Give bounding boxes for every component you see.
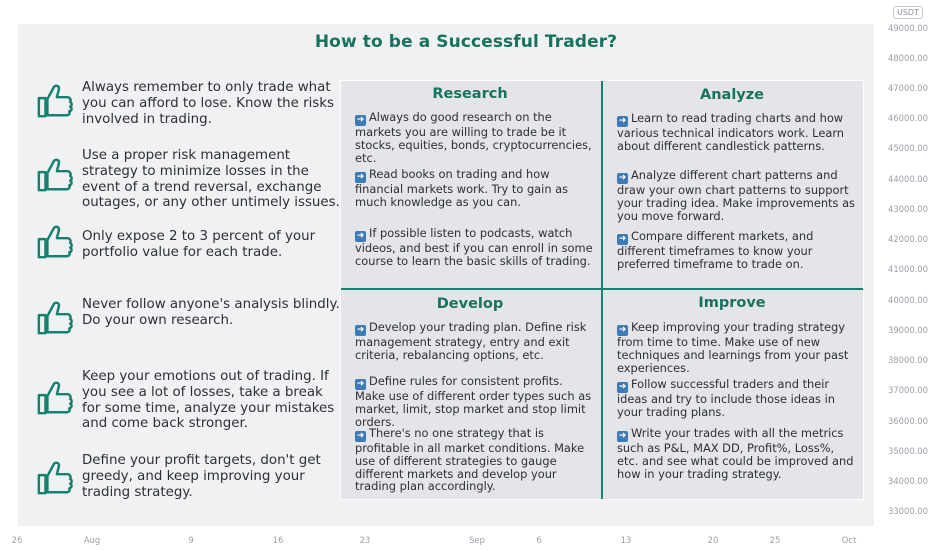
- time-tick: 13: [620, 535, 632, 545]
- section-title: Develop: [436, 296, 504, 312]
- list-item-text: Learn to read trading charts and how var…: [617, 111, 845, 153]
- price-tick: 35000.00: [888, 446, 928, 456]
- section-develop: Develop ➜Develop your trading plan. Defi…: [341, 290, 599, 499]
- strategy-grid: Research ➜Always do good research on the…: [340, 80, 864, 500]
- tip-item: Use a proper risk management strategy to…: [36, 148, 340, 212]
- tip-text: Never follow anyone's analysis blindly. …: [82, 297, 340, 328]
- right-arrow-icon: ➜: [617, 431, 628, 442]
- price-tick: 40000.00: [888, 295, 928, 305]
- price-tick: 49000.00: [888, 23, 928, 33]
- time-tick: 6: [536, 535, 542, 545]
- price-tick: 33000.00: [888, 506, 928, 516]
- right-arrow-icon: ➜: [355, 379, 366, 390]
- tip-text: Keep your emotions out of trading. If yo…: [82, 369, 335, 432]
- section-research: Research ➜Always do good research on the…: [341, 81, 599, 288]
- price-tick: 42000.00: [888, 234, 928, 244]
- price-tick: 44000.00: [888, 174, 928, 184]
- grid-divider-vertical: [601, 81, 603, 499]
- tip-item: Keep your emotions out of trading. If yo…: [36, 369, 336, 433]
- thumbs-up-icon: [37, 461, 73, 495]
- price-tick: 39000.00: [888, 325, 928, 335]
- list-item-text: Write your trades with all the metrics s…: [617, 426, 854, 481]
- tip-item: Always remember to only trade what you c…: [36, 80, 336, 144]
- list-item: ➜Write your trades with all the metrics …: [617, 427, 857, 480]
- time-tick: Oct: [841, 535, 857, 545]
- right-arrow-icon: ➜: [617, 382, 628, 393]
- section-title: Analyze: [699, 87, 765, 103]
- list-item: ➜Keep improving your trading strategy fr…: [617, 321, 857, 374]
- price-tick: 46000.00: [888, 113, 928, 123]
- list-item: ➜Read books on trading and how financial…: [355, 168, 595, 209]
- time-tick: 20: [707, 535, 719, 545]
- list-item-text: Follow successful traders and their idea…: [617, 377, 835, 419]
- thumbs-up-icon: [37, 381, 73, 415]
- list-item-text: Keep improving your trading strategy fro…: [617, 320, 849, 375]
- thumbs-up-icon: [37, 84, 73, 118]
- list-item-text: If possible listen to podcasts, watch vi…: [355, 226, 593, 268]
- grid-divider-horizontal: [341, 288, 863, 290]
- section-title: Research: [432, 86, 508, 102]
- time-tick: Aug: [83, 535, 101, 545]
- price-tick: 34000.00: [888, 476, 928, 486]
- tip-text: Use a proper risk management strategy to…: [82, 148, 340, 211]
- tip-text: Always remember to only trade what you c…: [82, 80, 334, 127]
- tip-item: Never follow anyone's analysis blindly. …: [36, 297, 340, 361]
- thumbs-up-icon: [37, 301, 73, 335]
- tip-item: Define your profit targets, don't get gr…: [36, 453, 336, 517]
- time-tick: Sep: [469, 535, 485, 545]
- list-item-text: Develop your trading plan. Define risk m…: [355, 320, 587, 362]
- price-tick: 45000.00: [888, 143, 928, 153]
- list-item: ➜Define rules for consistent profits. Ma…: [355, 375, 595, 428]
- right-arrow-icon: ➜: [355, 325, 366, 336]
- right-arrow-icon: ➜: [617, 173, 628, 184]
- list-item: ➜Compare different markets, and differen…: [617, 230, 857, 271]
- price-tick: 41000.00: [888, 264, 928, 274]
- thumbs-up-icon: [37, 158, 73, 192]
- currency-badge[interactable]: USDT: [893, 6, 923, 19]
- price-tick: 37000.00: [888, 385, 928, 395]
- time-tick: 23: [359, 535, 371, 545]
- tip-item: Only expose 2 to 3 percent of your portf…: [36, 225, 336, 293]
- right-arrow-icon: ➜: [617, 325, 628, 336]
- section-improve: Improve ➜Keep improving your trading str…: [603, 290, 861, 499]
- price-tick: 48000.00: [888, 53, 928, 63]
- thumbs-up-icon: [37, 225, 73, 259]
- tip-text: Define your profit targets, don't get gr…: [82, 453, 321, 500]
- list-item: ➜If possible listen to podcasts, watch v…: [355, 227, 595, 268]
- list-item: ➜Learn to read trading charts and how va…: [617, 112, 857, 153]
- time-tick: 26: [11, 535, 23, 545]
- time-tick: 25: [769, 535, 781, 545]
- list-item-text: Compare different markets, and different…: [617, 229, 814, 271]
- list-item: ➜There's no one strategy that is profita…: [355, 427, 595, 493]
- list-item-text: Read books on trading and how financial …: [355, 167, 569, 209]
- list-item: ➜Follow successful traders and their ide…: [617, 378, 857, 419]
- right-arrow-icon: ➜: [355, 115, 366, 126]
- right-arrow-icon: ➜: [355, 431, 366, 442]
- price-tick: 43000.00: [888, 204, 928, 214]
- section-title: Improve: [698, 295, 766, 311]
- list-item-text: Always do good research on the markets y…: [355, 110, 592, 165]
- right-arrow-icon: ➜: [617, 234, 628, 245]
- price-tick: 47000.00: [888, 83, 928, 93]
- section-analyze: Analyze ➜Learn to read trading charts an…: [603, 81, 861, 288]
- list-item: ➜Always do good research on the markets …: [355, 111, 595, 164]
- right-arrow-icon: ➜: [355, 231, 366, 242]
- price-tick: 36000.00: [888, 416, 928, 426]
- list-item: ➜Analyze different chart patterns and dr…: [617, 169, 857, 222]
- list-item-text: Define rules for consistent profits. Mak…: [355, 374, 592, 429]
- price-tick: 38000.00: [888, 355, 928, 365]
- list-item: ➜Develop your trading plan. Define risk …: [355, 321, 595, 362]
- right-arrow-icon: ➜: [617, 116, 628, 127]
- list-item-text: Analyze different chart patterns and dra…: [617, 168, 855, 223]
- tip-text: Only expose 2 to 3 percent of your portf…: [82, 229, 316, 260]
- list-item-text: There's no one strategy that is profitab…: [355, 426, 585, 494]
- time-tick: 16: [272, 535, 284, 545]
- page-title: How to be a Successful Trader?: [314, 32, 618, 52]
- right-arrow-icon: ➜: [355, 172, 366, 183]
- time-tick: 9: [188, 535, 194, 545]
